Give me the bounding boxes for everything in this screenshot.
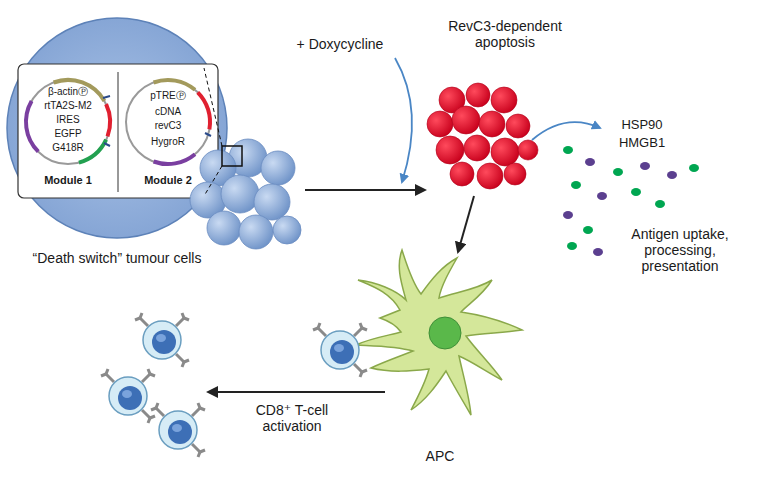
plasmid-panel	[18, 64, 218, 198]
module-label: Module 2	[128, 174, 208, 187]
gene-label: rtTA2S-M2	[30, 100, 106, 112]
gene-label: IRES	[38, 114, 98, 126]
process-label: Antigen uptake, processing, presentation	[610, 226, 750, 274]
gene-label: EGFP	[38, 128, 98, 140]
tumour-cells	[190, 139, 301, 249]
gene-label: HygroR	[138, 136, 198, 148]
magnifier	[7, 18, 227, 238]
module-label: Module 1	[28, 174, 108, 187]
gene-label: revC3	[138, 120, 198, 132]
treatment-label: + Doxycycline	[275, 36, 405, 52]
gene-label: β-actinⓅ	[30, 86, 106, 98]
plasmid-circle	[126, 80, 210, 164]
plasmid-circle	[26, 80, 110, 164]
gene-label: G418R	[38, 142, 98, 154]
cell-label: APC	[410, 448, 470, 464]
apoptotic-cells	[427, 83, 538, 189]
gene-label: cDNA	[138, 106, 198, 118]
process-label: CD8⁺ T-cell activation	[237, 402, 347, 434]
molecule-label: HSP90	[610, 118, 674, 133]
process-label: RevC3-dependent apoptosis	[423, 18, 588, 50]
molecule-label: HMGB1	[610, 136, 674, 151]
cell-label: “Death switch” tumour cells	[4, 250, 230, 266]
apc-cell	[356, 250, 522, 415]
gene-label: pTREⓅ	[130, 90, 206, 102]
